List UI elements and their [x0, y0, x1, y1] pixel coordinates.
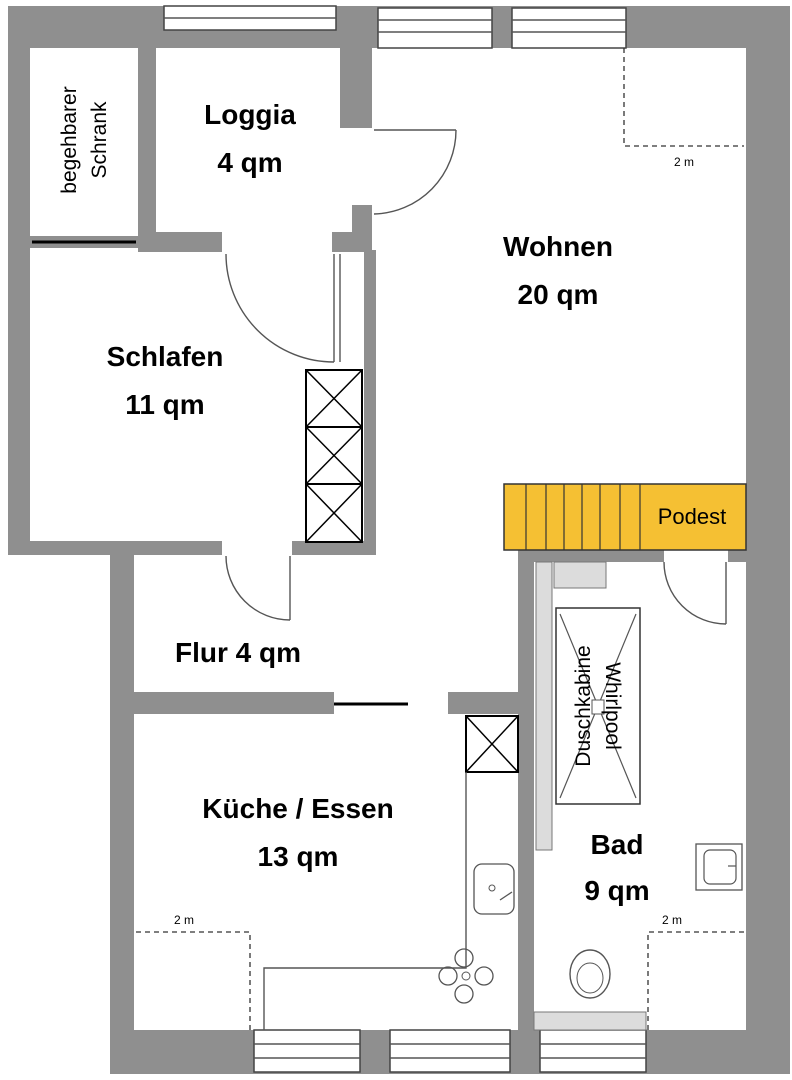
room-labels: Loggia 4 qm Wohnen 20 qm Schlafen 11 qm …: [58, 86, 726, 927]
loggia-area: 4 qm: [217, 147, 282, 178]
schlafen-name: Schlafen: [107, 341, 224, 372]
whirlpool-label: Whirlpool: [601, 662, 624, 750]
height-markers: [136, 48, 744, 1030]
schrank-label-line2: Schrank: [88, 101, 111, 179]
doors: [32, 129, 727, 706]
stairs-podest: [503, 483, 747, 551]
bad-area: 9 qm: [584, 875, 649, 906]
wohnen-area: 20 qm: [518, 279, 599, 310]
bad-2m-mark: 2 m: [662, 913, 682, 927]
wardrobe-closet: [305, 369, 363, 543]
podest-label: Podest: [658, 504, 727, 529]
wohnen-2m-mark: 2 m: [674, 155, 694, 169]
windows: [163, 5, 647, 1073]
wohnen-name: Wohnen: [503, 231, 613, 262]
kueche-area: 13 qm: [258, 841, 339, 872]
interior-walls: [8, 30, 748, 1032]
bathroom-fixtures: [533, 561, 743, 1031]
dusche-label: Duschkabine: [572, 645, 595, 766]
kitchen-counter: [263, 772, 515, 1030]
kitchen-cabinet: [465, 715, 519, 773]
flur-name: Flur 4 qm: [175, 637, 301, 668]
kueche-2m-mark: 2 m: [174, 913, 194, 927]
bad-name: Bad: [591, 829, 644, 860]
schrank-label-line1: begehbarer: [58, 86, 81, 193]
kueche-name: Küche / Essen: [202, 793, 393, 824]
loggia-name: Loggia: [204, 99, 296, 130]
schlafen-area: 11 qm: [125, 389, 204, 420]
